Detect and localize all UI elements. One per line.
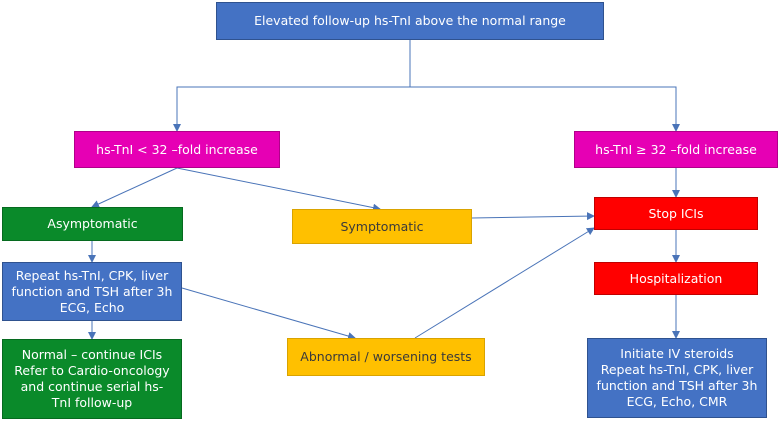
node-normal-continue-icis: Normal – continue ICIs Refer to Cardio-o… [2, 339, 182, 419]
arrow-abnormal-to-stop_icis [414, 227, 595, 339]
node-elevated-hs-tni: Elevated follow-up hs-TnI above the norm… [216, 2, 604, 40]
arrow-lt32-to-asymptomatic [91, 167, 178, 208]
arrow-symptomatic-to-stop_icis [471, 212, 595, 221]
node-asymptomatic: Asymptomatic [2, 207, 183, 241]
node-symptomatic: Symptomatic [292, 209, 472, 244]
node-hospitalization: Hospitalization [594, 262, 758, 295]
arrow-lt32-to-symptomatic [176, 167, 381, 212]
arrow-repeat_3h-to-abnormal [181, 287, 356, 340]
node-stop-icis: Stop ICIs [594, 197, 758, 230]
arrow-elevated-to-lt32 [173, 40, 411, 132]
node-hs-tni-ge-32-fold: hs-TnI ≥ 32 –fold increase [574, 131, 778, 168]
node-initiate-iv-steroids: Initiate IV steroids Repeat hs-TnI, CPK,… [587, 338, 767, 418]
node-repeat-tests-3h: Repeat hs-TnI, CPK, liver function and T… [2, 262, 182, 321]
node-abnormal-worsening-tests: Abnormal / worsening tests [287, 338, 485, 376]
arrow-elevated-to-ge32 [410, 86, 680, 132]
node-hs-tni-lt-32-fold: hs-TnI < 32 –fold increase [74, 131, 280, 168]
